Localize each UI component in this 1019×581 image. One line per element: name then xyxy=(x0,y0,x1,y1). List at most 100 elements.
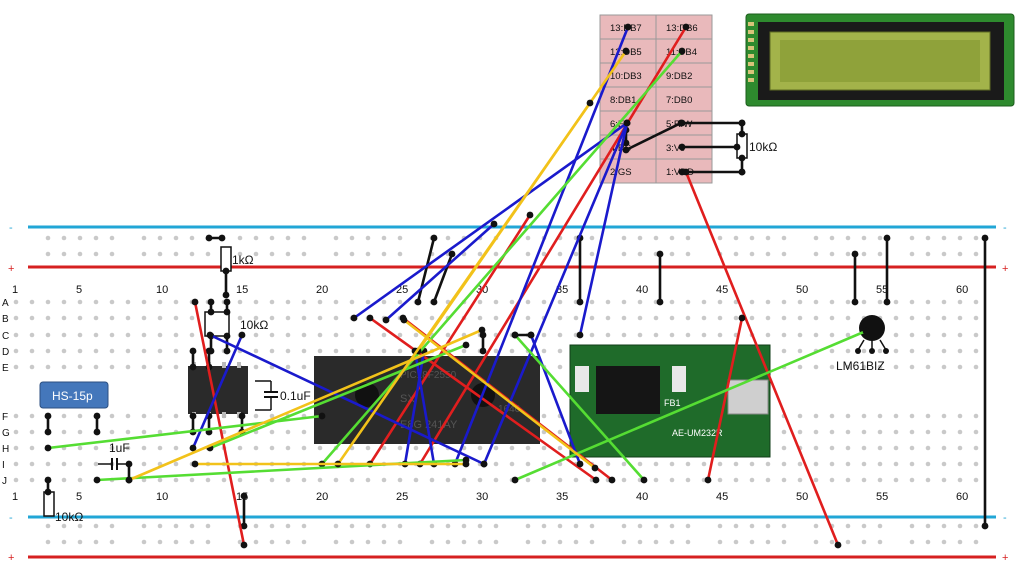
hole xyxy=(829,332,835,338)
hole xyxy=(829,461,835,467)
hole xyxy=(909,364,915,370)
hole xyxy=(77,413,83,419)
hole xyxy=(925,461,931,467)
wire-endpoint xyxy=(622,146,630,154)
rail-hole xyxy=(877,235,883,241)
wire-endpoint xyxy=(883,298,891,306)
rail-hole xyxy=(685,539,691,545)
row-letter: G xyxy=(2,428,10,439)
hole xyxy=(957,299,963,305)
hole xyxy=(253,445,259,451)
hole xyxy=(797,413,803,419)
hole xyxy=(941,299,947,305)
hole xyxy=(909,461,915,467)
hole xyxy=(861,348,867,354)
hole xyxy=(525,445,531,451)
hole xyxy=(93,461,99,467)
hole xyxy=(13,332,19,338)
row-letter: F xyxy=(2,412,8,423)
hole xyxy=(813,461,819,467)
wire-yellow xyxy=(127,328,484,482)
hole xyxy=(845,461,851,467)
rail-hole xyxy=(285,251,291,257)
rail-hole xyxy=(477,251,483,257)
hole xyxy=(653,332,659,338)
rail-hole xyxy=(477,539,483,545)
hole xyxy=(157,364,163,370)
row-letter: E xyxy=(2,363,9,374)
rail-hole xyxy=(781,523,787,529)
rail-hole xyxy=(909,523,915,529)
hole xyxy=(301,429,307,435)
wire-blue xyxy=(403,349,426,466)
hole xyxy=(109,299,115,305)
hole xyxy=(125,429,131,435)
capacitor-01uf-label: 0.1uF xyxy=(280,389,311,403)
hole xyxy=(285,348,291,354)
hole xyxy=(173,445,179,451)
hs15p-sensor: HS-15p xyxy=(39,381,109,409)
wire-endpoint xyxy=(678,47,686,55)
hole xyxy=(781,299,787,305)
hole xyxy=(909,445,915,451)
wire-endpoint xyxy=(206,331,214,339)
hole xyxy=(109,364,115,370)
wire-blue xyxy=(578,121,629,337)
wire-endpoint xyxy=(93,428,101,436)
hole xyxy=(141,413,147,419)
hole xyxy=(109,332,115,338)
hole xyxy=(957,348,963,354)
rail-hole xyxy=(141,251,147,257)
wire-yellow xyxy=(336,101,592,466)
hole xyxy=(93,332,99,338)
hole xyxy=(845,477,851,483)
hole xyxy=(669,299,675,305)
hole xyxy=(861,299,867,305)
hole xyxy=(141,445,147,451)
hole xyxy=(845,348,851,354)
hole xyxy=(349,477,355,483)
rail-hole xyxy=(637,539,643,545)
wire-endpoint xyxy=(733,143,741,151)
wire-endpoint xyxy=(430,298,438,306)
hole xyxy=(253,332,259,338)
rail-hole xyxy=(541,539,547,545)
hole xyxy=(941,413,947,419)
rail-sign-bottom-minus-right: - xyxy=(1003,512,1007,524)
hole xyxy=(45,348,51,354)
hole xyxy=(653,461,659,467)
hole xyxy=(317,477,323,483)
hole xyxy=(509,445,515,451)
hole xyxy=(301,348,307,354)
wire-endpoint xyxy=(526,211,534,219)
rail-hole xyxy=(157,251,163,257)
hole xyxy=(957,364,963,370)
hole xyxy=(893,332,899,338)
lcd-pin-label: 2:GS xyxy=(610,167,632,178)
hole xyxy=(77,315,83,321)
rail-hole xyxy=(589,251,595,257)
rail-sign-top-minus-right: - xyxy=(1003,222,1007,234)
hole xyxy=(861,477,867,483)
hole xyxy=(957,477,963,483)
hole xyxy=(941,315,947,321)
rail-hole xyxy=(973,539,979,545)
rail-hole xyxy=(269,539,275,545)
hole xyxy=(637,315,643,321)
row-letter: D xyxy=(2,347,9,358)
rail-hole xyxy=(861,251,867,257)
hole xyxy=(397,348,403,354)
rail-hole xyxy=(525,251,531,257)
rail-hole xyxy=(285,539,291,545)
hole xyxy=(717,461,723,467)
rail-hole xyxy=(573,539,579,545)
hole xyxy=(301,299,307,305)
hole xyxy=(45,332,51,338)
rail-sign-bottom-plus-right: + xyxy=(1002,552,1008,564)
hole xyxy=(925,364,931,370)
hole xyxy=(93,364,99,370)
hole xyxy=(877,364,883,370)
hole xyxy=(813,429,819,435)
hole xyxy=(301,364,307,370)
